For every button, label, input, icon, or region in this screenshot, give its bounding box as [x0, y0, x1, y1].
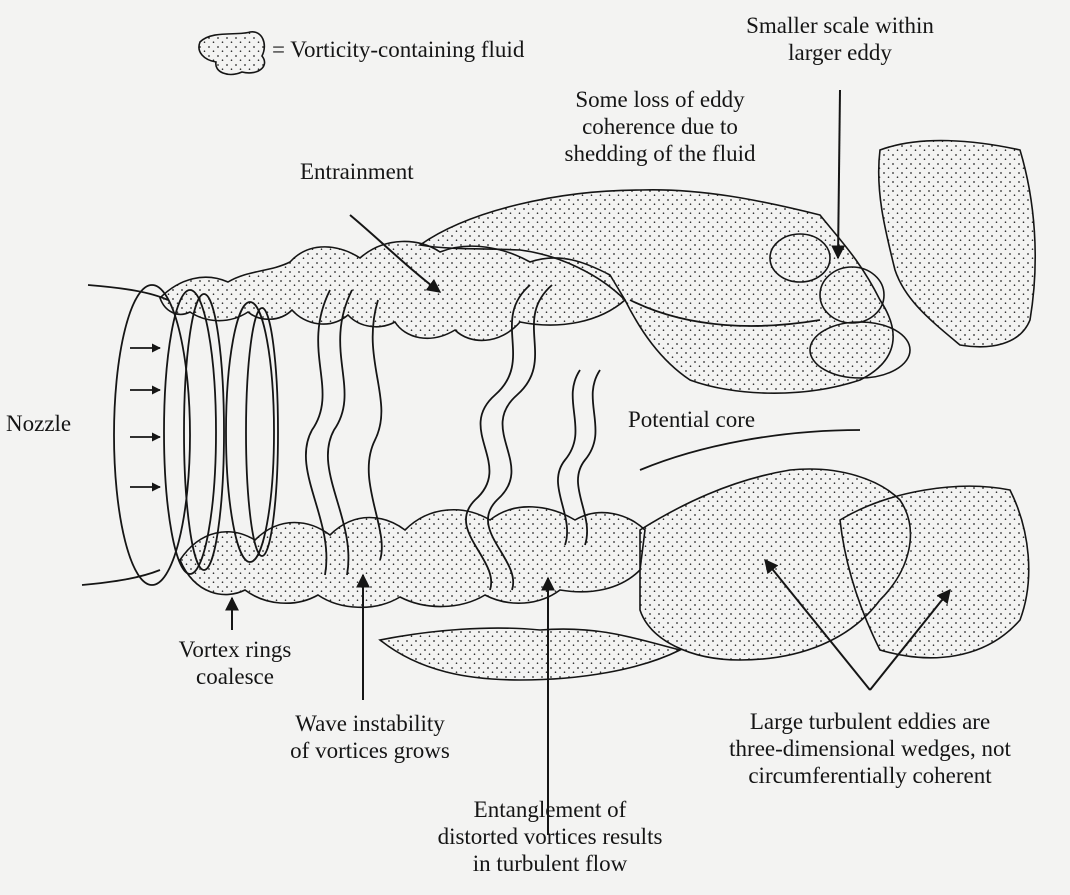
- label-vortex-rings: Vortex rings coalesce: [140, 636, 330, 690]
- label-entanglement: Entanglement of distorted vortices resul…: [395, 796, 705, 877]
- label-loss-coherence: Some loss of eddy coherence due to shedd…: [520, 86, 800, 167]
- label-smaller-scale: Smaller scale within larger eddy: [700, 12, 980, 66]
- label-potential-core: Potential core: [628, 406, 755, 433]
- legend-label: = Vorticity-containing fluid: [272, 36, 524, 63]
- upper-shear-layer: [160, 141, 1035, 394]
- label-large-eddies: Large turbulent eddies are three-dimensi…: [690, 708, 1050, 789]
- label-wave-instability: Wave instability of vortices grows: [250, 710, 490, 764]
- label-entrainment: Entrainment: [300, 158, 414, 185]
- label-nozzle: Nozzle: [6, 410, 71, 437]
- legend-swatch: [199, 32, 265, 75]
